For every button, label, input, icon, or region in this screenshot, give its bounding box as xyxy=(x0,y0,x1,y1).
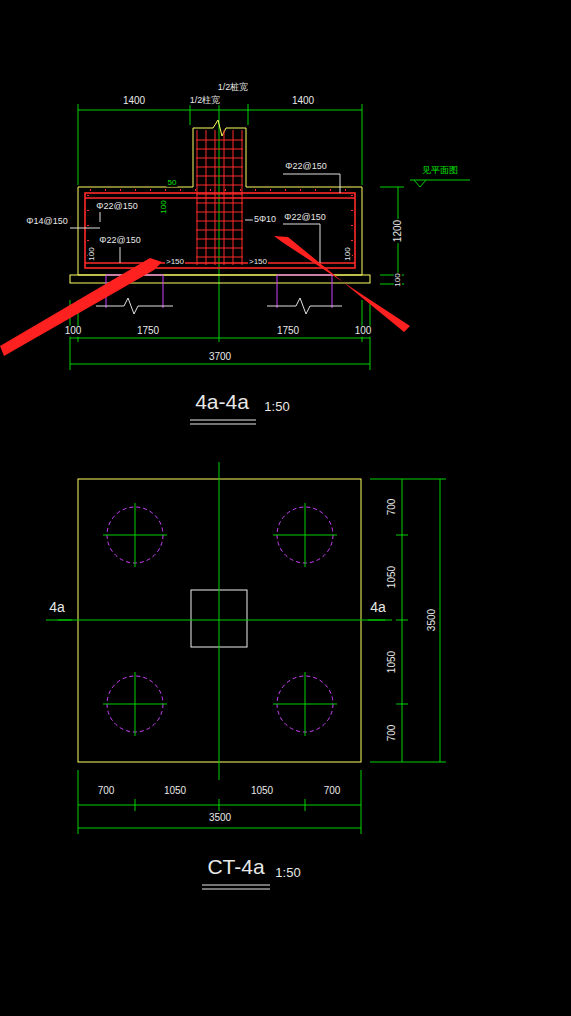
drawing-label: CT-4a xyxy=(206,856,265,878)
drawing-label: 1/2桩宽 xyxy=(217,83,250,92)
drawing-label: 1750 xyxy=(136,326,160,337)
drawing-label: 100 xyxy=(64,326,83,337)
drawing-label: 1200 xyxy=(393,219,404,243)
drawing-label: 700 xyxy=(323,786,342,797)
drawing-label: 50 xyxy=(167,179,178,187)
drawing-label: 1/2柱宽 xyxy=(189,96,222,105)
drawing-label: 700 xyxy=(97,786,116,797)
drawing-label: Φ22@150 xyxy=(284,162,327,171)
drawing-label: 1050 xyxy=(250,786,274,797)
drawing-label: 700 xyxy=(387,498,398,517)
drawing-label: 1050 xyxy=(387,650,398,674)
drawing-label: 5Φ10 xyxy=(253,215,277,224)
drawing-label: Φ22@150 xyxy=(95,202,138,211)
drawing-label: 1:50 xyxy=(263,400,290,414)
drawing-label: 3500 xyxy=(208,813,232,824)
drawing-label: 4a xyxy=(48,600,66,615)
drawing-label: >150 xyxy=(165,258,185,266)
drawing-label: 100 xyxy=(344,246,352,261)
drawing-label: 700 xyxy=(387,724,398,743)
drawing-label: 100 xyxy=(88,246,96,261)
drawing-label: 3500 xyxy=(427,608,438,632)
drawing-label: 见平面图 xyxy=(421,166,459,175)
drawing-label: 1750 xyxy=(276,326,300,337)
drawing-label: 3700 xyxy=(208,352,232,363)
drawing-label: 1050 xyxy=(387,565,398,589)
drawing-label: 100 xyxy=(354,326,373,337)
drawing-label: Φ14@150 xyxy=(25,217,68,226)
drawing-label: 100 xyxy=(160,199,168,214)
drawing-label: 1400 xyxy=(122,96,146,107)
drawing-label: 4a xyxy=(369,600,387,615)
drawing-label: 1050 xyxy=(163,786,187,797)
drawing-label: 4a-4a xyxy=(194,391,250,413)
drawing-label: 1400 xyxy=(291,96,315,107)
drawing-label: >150 xyxy=(248,258,268,266)
drawing-label: Φ22@150 xyxy=(98,236,141,245)
drawing-label: Φ22@150 xyxy=(283,213,326,222)
drawing-label: 1:50 xyxy=(274,866,301,880)
drawing-label: 100 xyxy=(394,272,402,287)
